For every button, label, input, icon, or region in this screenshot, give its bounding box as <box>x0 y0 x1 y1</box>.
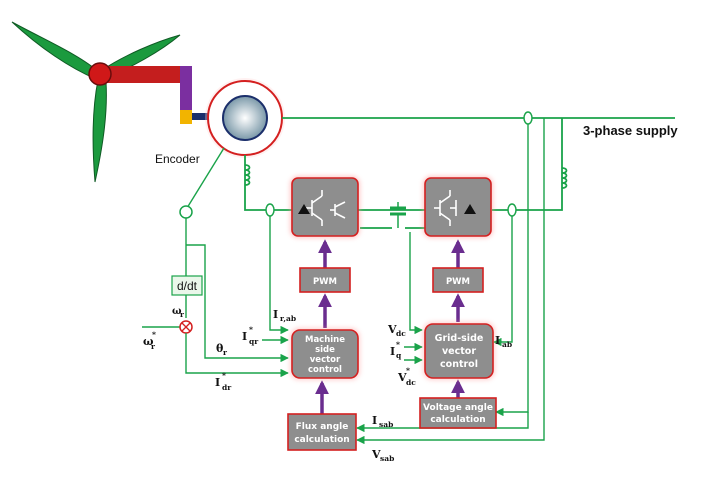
machine-ctrl-line-1: Machine <box>305 335 345 345</box>
ddt-block: d/dt <box>171 275 203 296</box>
voltage-calc-line-1: Voltage angle <box>423 403 493 413</box>
svg-text:ab: ab <box>502 340 512 349</box>
ddt-label: d/dt <box>177 279 198 293</box>
grid-current-sensor <box>507 203 517 217</box>
signal-v-sab: V sab <box>371 448 394 463</box>
signal-i-rab: I r,ab <box>273 308 296 323</box>
signal-i-qr-ref: I qr * <box>242 325 259 346</box>
svg-text:*: * <box>222 371 226 380</box>
svg-text:dc: dc <box>396 329 406 338</box>
encoder-mark <box>180 110 192 124</box>
encoder-sensor-node <box>179 205 193 219</box>
svg-text:V: V <box>387 323 397 336</box>
flux-calc-line-1: Flux angle <box>296 422 349 432</box>
machine-ctrl-line-4: control <box>308 365 342 375</box>
rotor-side-converter <box>290 176 360 238</box>
svg-text:ω: ω <box>143 335 154 348</box>
machine-side-control-block: Machine side vector control <box>290 328 360 380</box>
rotor-current-sensor <box>265 203 275 217</box>
svg-text:I: I <box>215 376 220 389</box>
dc-link-capacitor <box>390 202 406 228</box>
svg-text:ω: ω <box>172 306 182 317</box>
svg-text:r: r <box>151 342 156 351</box>
svg-text:I: I <box>495 334 500 347</box>
svg-text:I: I <box>372 414 377 427</box>
signal-omega-r-ref: ω r * <box>143 330 156 351</box>
signal-i-q-ref: I q * <box>390 340 402 360</box>
signal-v-dc: V dc <box>387 323 406 338</box>
grid-side-control-block: Grid-side vector control <box>423 322 495 380</box>
voltage-calc-line-2: calculation <box>430 415 485 425</box>
svg-text:I: I <box>273 308 278 321</box>
control-wiring <box>142 118 545 445</box>
generator-rotor <box>222 95 268 141</box>
shaft-coupling <box>180 66 192 116</box>
svg-text:qr: qr <box>249 337 259 346</box>
svg-text:*: * <box>406 366 410 375</box>
voltage-angle-calc-block: Voltage angle calculation <box>419 397 497 429</box>
wind-turbine <box>11 21 230 183</box>
svg-text:sab: sab <box>379 420 393 429</box>
pwm-block-left: PWM <box>299 267 351 293</box>
grid-ctrl-line-2: vector <box>442 346 476 357</box>
turbine-blade-upper-left <box>11 21 101 80</box>
svg-text:V: V <box>397 371 407 384</box>
pwm-left-label: PWM <box>313 277 337 287</box>
svg-text:I: I <box>390 345 395 358</box>
svg-text:dc: dc <box>406 378 416 387</box>
power-wiring <box>244 111 675 229</box>
rotor-inductor <box>244 164 251 186</box>
grid-side-converter <box>423 176 493 238</box>
stator-current-sensor <box>523 111 533 125</box>
grid-ctrl-line-1: Grid-side <box>435 333 484 344</box>
svg-text:dr: dr <box>222 383 232 392</box>
machine-ctrl-line-3: vector <box>310 355 341 365</box>
svg-text:I: I <box>242 330 247 343</box>
grid-inductor <box>561 167 568 189</box>
generator <box>205 78 285 158</box>
signal-i-dr-ref: I dr * <box>215 371 232 392</box>
svg-text:θ: θ <box>216 342 223 355</box>
svg-text:*: * <box>396 340 400 349</box>
pwm-arrows <box>315 239 465 414</box>
svg-text:*: * <box>152 330 156 339</box>
encoder-label: Encoder <box>155 152 200 166</box>
signal-omega-r: ω r <box>172 306 185 319</box>
turbine-hub <box>88 62 112 86</box>
pwm-block-right: PWM <box>432 267 484 293</box>
turbine-shaft <box>103 66 181 83</box>
svg-text:q: q <box>396 351 402 360</box>
signal-v-dc-ref: V dc * <box>397 366 416 387</box>
supply-label: 3-phase supply <box>583 123 678 138</box>
svg-text:V: V <box>371 448 381 461</box>
flux-calc-line-2: calculation <box>294 435 349 445</box>
svg-text:*: * <box>249 325 253 334</box>
signal-i-ab: I ab <box>495 334 512 349</box>
pwm-right-label: PWM <box>446 277 470 287</box>
flux-angle-calc-block: Flux angle calculation <box>287 413 357 451</box>
svg-text:r: r <box>180 310 185 319</box>
signal-i-sab: I sab <box>372 414 393 429</box>
grid-ctrl-line-3: control <box>440 359 478 370</box>
svg-text:sab: sab <box>380 454 394 463</box>
svg-text:r: r <box>223 348 228 357</box>
turbine-blade-lower <box>92 79 107 183</box>
svg-text:r,ab: r,ab <box>280 314 296 323</box>
signal-theta-r: θ r <box>216 342 228 357</box>
machine-ctrl-line-2: side <box>315 345 335 355</box>
